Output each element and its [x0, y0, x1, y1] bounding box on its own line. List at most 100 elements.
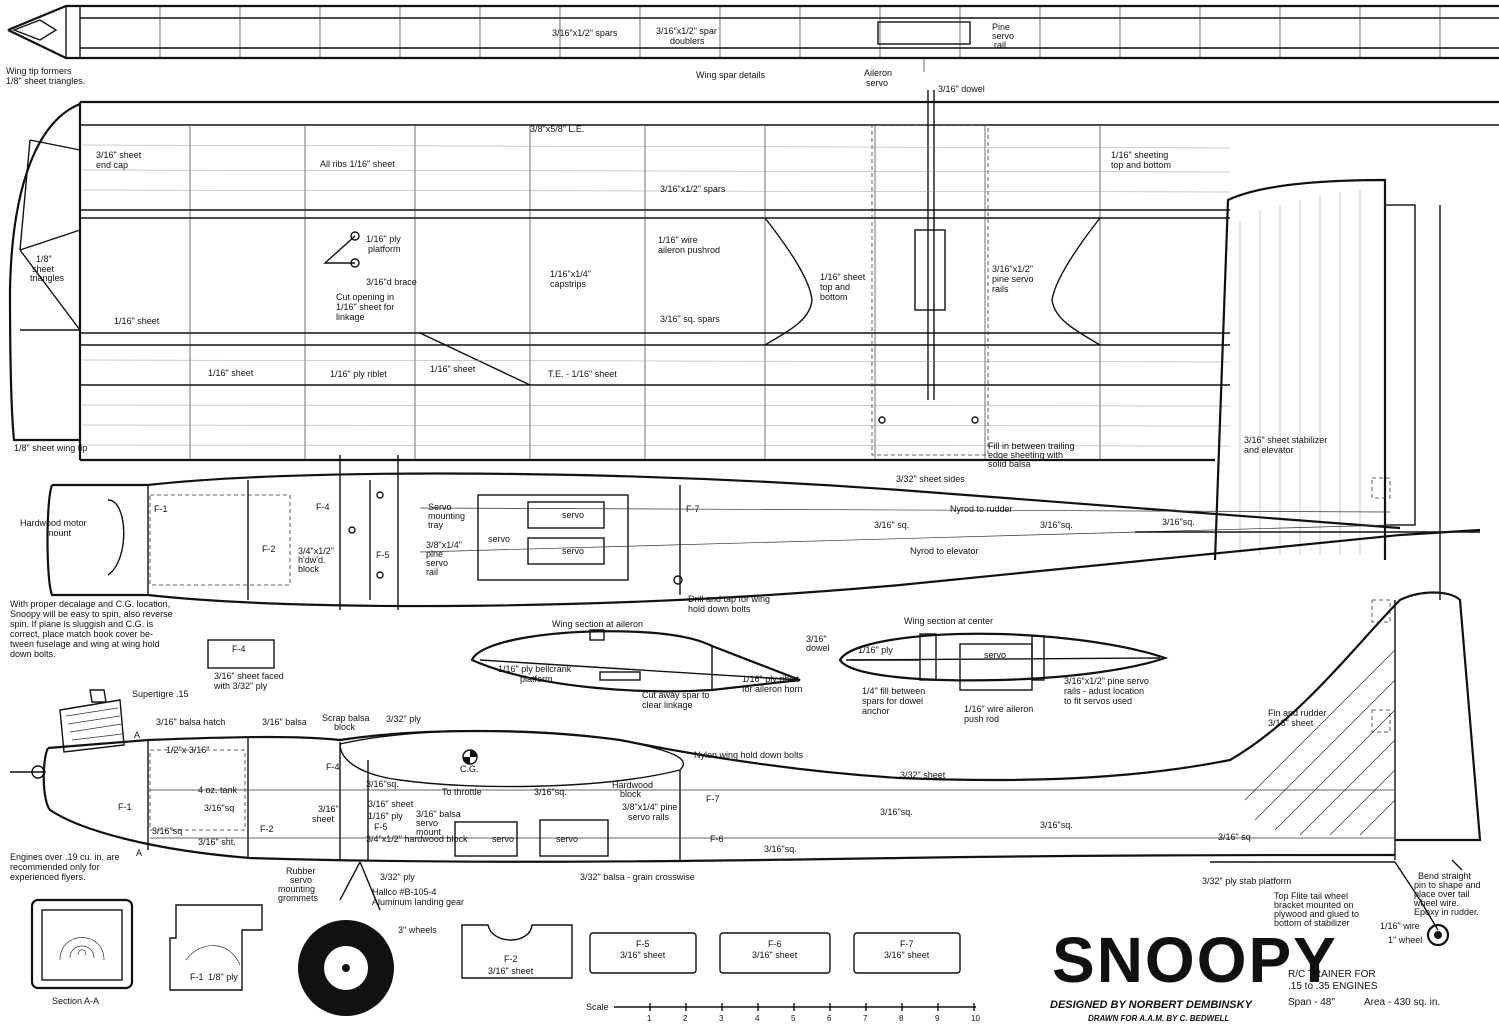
label-servo-b: servo: [562, 510, 584, 520]
label-tail-wheel-2: bracket mounted on: [1274, 900, 1354, 910]
label-side-f4: F-4: [326, 762, 340, 772]
label-triangles-3: triangles: [30, 273, 65, 283]
label-pine-rail-2: pine: [426, 549, 443, 559]
label-wire: 1/16" wire: [1380, 921, 1420, 931]
label-top-f1: F-1: [154, 504, 168, 514]
label-capstrips-2: capstrips: [550, 279, 587, 289]
label-sheet-tb-2: top and: [820, 282, 850, 292]
notes: With proper decalage and C.G. location, …: [10, 599, 284, 882]
label-part-f7: F-7: [900, 939, 914, 949]
label-bend-1: Bend straight: [1418, 871, 1472, 881]
label-nyrod-rudder: Nyrod to rudder: [950, 504, 1013, 514]
label-fin-2: 3/16" sheet: [1268, 718, 1314, 728]
wing-sections: Wing section at aileron 1/16" ply bellcr…: [470, 616, 1169, 724]
label-section-center: Wing section at center: [904, 616, 993, 626]
scale-tick-label: 5: [791, 1014, 796, 1023]
fuselage-top-view: F-1 Hardwood motor mount F-2 F-4 3/4"x1/…: [20, 455, 1481, 614]
label-cut-spar-1: Cut away spar to: [642, 690, 710, 700]
label-ply-bottom: 3/32" ply: [380, 872, 415, 882]
subtitle-2: .15 to .35 ENGINES: [1288, 981, 1378, 992]
label-hatch: 3/16" balsa hatch: [156, 717, 225, 727]
label-side-sq-e: 3/16"sq.: [880, 807, 913, 817]
label-bend-4: wheel wire.: [1413, 898, 1459, 908]
wing-spar-details: Wing tip formers 1/8" sheet triangles. 3…: [6, 4, 1499, 88]
label-servo-mount-3: mount: [416, 827, 442, 837]
label-hardwood-2: block: [620, 789, 642, 799]
label-block-3: block: [298, 564, 320, 574]
note-cg-2: Snoopy will be easy to spin, also revers…: [10, 609, 173, 619]
label-wire-pushrod-2: aileron pushrod: [658, 245, 720, 255]
label-wing-tip: 1/8" sheet wing tip: [14, 443, 87, 453]
label-ply-platform-2: platform: [368, 244, 401, 254]
label-section-aileron: Wing section at aileron: [552, 619, 643, 629]
label-dowel: 3/16" dowel: [938, 84, 985, 94]
label-pine-3: rail: [994, 40, 1006, 50]
scale-tick-label: 8: [899, 1014, 904, 1023]
note-cg-4: correct, place match book cover be-: [10, 629, 153, 639]
label-wheels: 3" wheels: [398, 925, 437, 935]
label-tail-wheel-3: plywood and glued to: [1274, 909, 1359, 919]
label-all-ribs: All ribs 1/16" sheet: [320, 159, 395, 169]
plan-title: SNOOPY: [1052, 924, 1338, 996]
label-servo-mount-1: 3/16" balsa: [416, 809, 461, 819]
scale-tick-label: 4: [755, 1014, 760, 1023]
label-part-f7-sheet: 3/16" sheet: [884, 950, 930, 960]
label-cut-opening-2: 1/16" sheet for: [336, 302, 394, 312]
label-wire-pushrod-1: 1/16" wire: [658, 235, 698, 245]
label-sheeting-2: top and bottom: [1111, 160, 1171, 170]
subtitle-1: R/C TRAINER FOR: [1288, 969, 1376, 980]
label-drill-2: hold down bolts: [688, 604, 751, 614]
label-riblet-1: 1/16" ply riblet: [742, 674, 799, 684]
label-part-f1-ply: 1/8" ply: [208, 972, 238, 982]
label-scrap-2: block: [334, 722, 356, 732]
note-cg-1: With proper decalage and C.G. location,: [10, 599, 170, 609]
label-sht: 3/16" sht.: [198, 837, 236, 847]
label-ply-16: 1/16" ply: [368, 811, 403, 821]
label-f4-note-1: 3/16" sheet faced: [214, 671, 284, 681]
label-nyrod-elevator: Nyrod to elevator: [910, 546, 979, 556]
scale-tick-label: 9: [935, 1014, 940, 1023]
label-cg: C.G.: [460, 764, 479, 774]
label-fill-2: edge sheeting with: [988, 450, 1063, 460]
label-riblet-2: for aileron horn: [742, 684, 803, 694]
label-wing-tip-formers: Wing tip formers: [6, 66, 72, 76]
label-scrap-1: Scrap balsa: [322, 713, 370, 723]
note-cg-3: spin. If plane is sluggish and C.G. is: [10, 619, 154, 629]
label-part-f5: F-5: [636, 939, 650, 949]
label-center-fill-1: 1/4" fill between: [862, 686, 925, 696]
label-side-f2: F-2: [260, 824, 274, 834]
label-hw-block: 3/4"x1/2" hardwood block: [366, 834, 468, 844]
label-center-push-2: push rod: [964, 714, 999, 724]
label-engine: Supertigre .15: [132, 689, 189, 699]
label-side-servo-1: servo: [492, 834, 514, 844]
label-bellcrank-2: platform: [520, 674, 553, 684]
label-side-sq-b: 3/16"sq: [152, 826, 182, 836]
label-sheet-3: 1/16" sheet: [430, 364, 476, 374]
label-a-bottom: A: [136, 848, 142, 858]
label-side-f5: F-5: [374, 822, 388, 832]
label-sides: 3/32" sheet sides: [896, 474, 965, 484]
label-f4-part: F-4: [232, 644, 246, 654]
label-pine-rail-4: rail: [426, 567, 438, 577]
label-pine-servo-rails-1: 3/16"x1/2": [992, 264, 1033, 274]
label-grommets-3: mounting: [278, 884, 315, 894]
label-part-f5-sheet: 3/16" sheet: [620, 950, 666, 960]
label-servo-c: servo: [562, 546, 584, 556]
label-pine-rail-1: 3/8"x1/4": [426, 540, 462, 550]
label-center-dowel-1: 3/16": [806, 634, 827, 644]
label-stab-2: and elevator: [1244, 445, 1294, 455]
note-engines-3: experienced flyers.: [10, 872, 86, 882]
label-end-cap-1: 3/16" sheet: [96, 150, 142, 160]
label-fill-1: Fill in between trailing: [988, 441, 1075, 451]
label-top-sq-3: 3/16"sq.: [1162, 517, 1195, 527]
label-sheet-triangles: 1/8" sheet triangles.: [6, 76, 85, 86]
stabilizer-plan: 3/16" sheet stabilizer and elevator: [1213, 178, 1441, 600]
label-f4-note-2: with 3/32" ply: [213, 681, 268, 691]
label-a-top: A: [134, 730, 140, 740]
label-pine-servo-rails-3: rails: [992, 284, 1009, 294]
label-gear-2: Aluminum landing gear: [372, 897, 464, 907]
label-capstrips-1: 1/16"x1/4": [550, 269, 591, 279]
label-sheet-2: 1/16" sheet: [208, 368, 254, 378]
